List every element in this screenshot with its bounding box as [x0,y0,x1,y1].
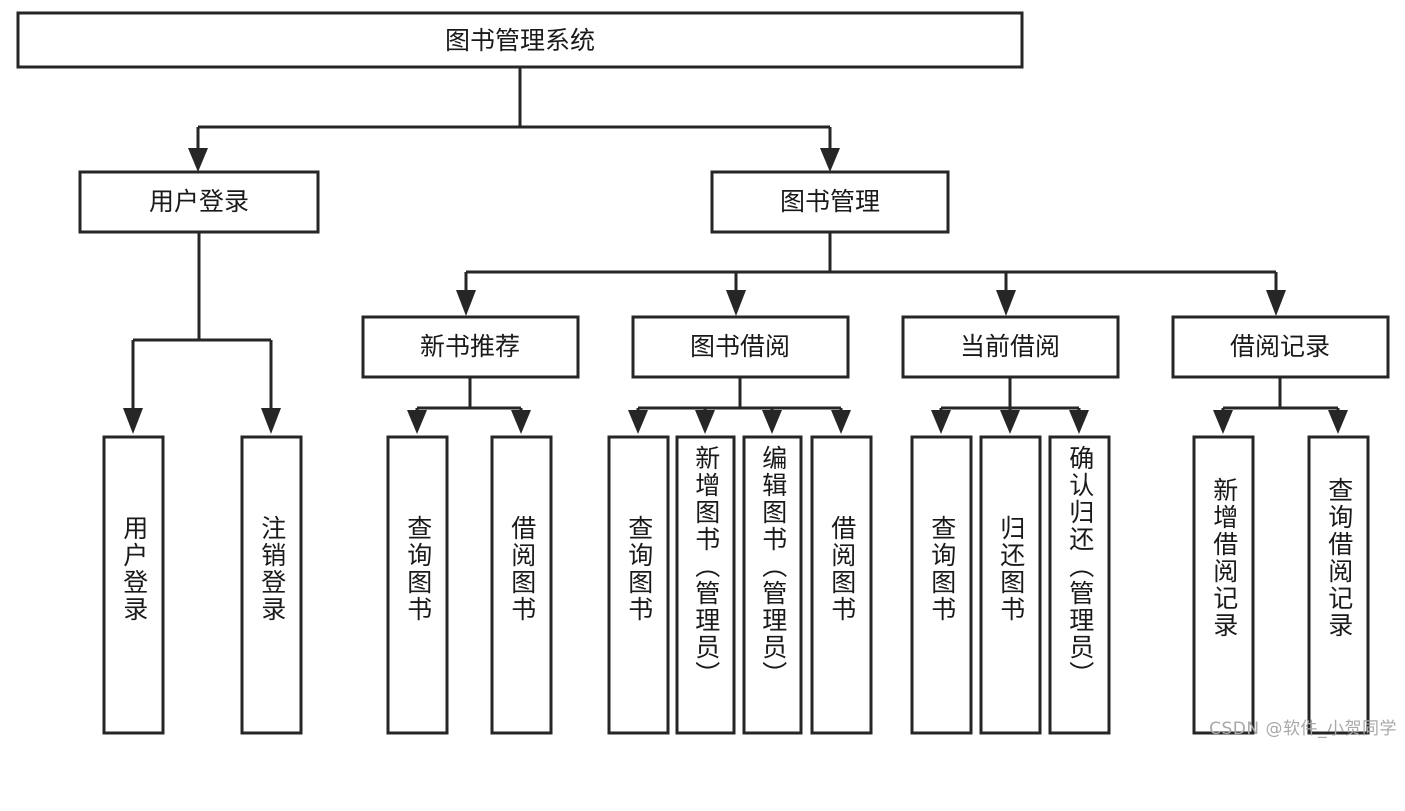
diagram-svg: 图书管理系统 用户登录 图书管理 新书推荐 图书借阅 当前借阅 借阅记录 [16,11,1390,735]
leaf-boxes [102,435,1370,735]
leaf-box-add-record[interactable] [1192,435,1255,735]
node-book-management[interactable]: 图书管理 [710,170,950,234]
node-user-login-label: 用户登录 [149,187,249,216]
node-current-borrow-label: 当前借阅 [960,332,1060,361]
leaf-box-borrow-book-2[interactable] [810,435,873,735]
connector-borrow-record-to-leaves [1213,377,1348,434]
node-root[interactable]: 图书管理系统 [16,11,1024,69]
leaf-box-query-book-1[interactable] [386,435,449,735]
node-current-borrow[interactable]: 当前借阅 [901,315,1120,379]
leaf-box-query-book-2[interactable] [607,435,670,735]
connector-root-to-level2 [188,67,840,172]
connector-book-borrow-to-leaves [628,377,851,434]
watermark-text: CSDN @软件_小贺同学 [1209,719,1397,739]
node-new-book-recommend[interactable]: 新书推荐 [361,315,580,379]
node-new-book-recommend-label: 新书推荐 [420,332,520,361]
node-root-label: 图书管理系统 [445,26,595,55]
leaf-box-confirm-return[interactable] [1048,435,1111,735]
connector-current-borrow-to-leaves [931,377,1089,434]
leaf-box-logout[interactable] [240,435,303,735]
node-borrow-record[interactable]: 借阅记录 [1171,315,1390,379]
node-borrow-record-label: 借阅记录 [1230,332,1330,361]
leaf-box-borrow-book-1[interactable] [490,435,553,735]
connector-user-login-to-leaves [123,232,281,434]
leaf-box-user-login[interactable] [102,435,165,735]
connector-level2-to-level3 [456,232,1286,316]
leaf-box-query-record[interactable] [1307,435,1370,735]
leaf-box-add-book[interactable] [675,435,736,735]
flowchart-canvas: 图书管理系统 用户登录 图书管理 新书推荐 图书借阅 当前借阅 借阅记录 [16,11,1397,739]
leaf-box-return-book[interactable] [979,435,1042,735]
node-book-borrow-label: 图书借阅 [690,332,790,361]
node-book-borrow[interactable]: 图书借阅 [631,315,850,379]
node-user-login[interactable]: 用户登录 [78,170,320,234]
leaf-box-query-book-3[interactable] [910,435,973,735]
leaf-box-edit-book[interactable] [742,435,803,735]
connector-new-book-to-leaves [407,377,531,434]
node-book-management-label: 图书管理 [780,187,880,216]
